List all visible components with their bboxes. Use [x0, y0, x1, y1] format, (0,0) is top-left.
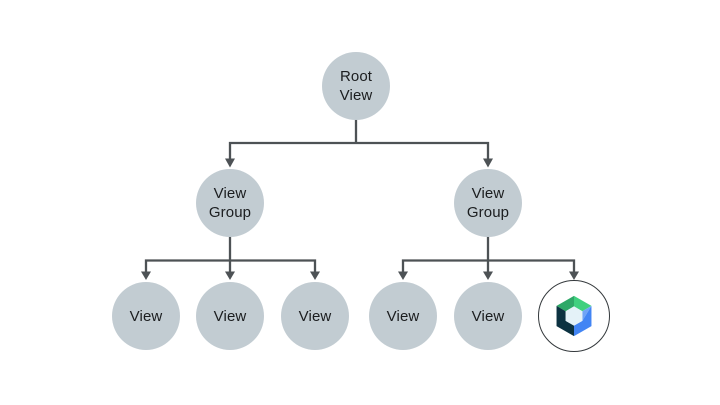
connector-left-children-elbow	[144, 259, 317, 272]
arrowhead-icon	[569, 271, 579, 280]
node-view-group-right: View Group	[454, 169, 522, 237]
jetpack-compose-icon	[556, 295, 592, 337]
node-view-leaf: View	[112, 282, 180, 350]
node-label: View	[129, 307, 163, 325]
node-label: View	[386, 307, 420, 325]
node-root-view: Root View	[322, 52, 390, 120]
node-label: View Group	[208, 185, 252, 221]
node-label: View	[471, 307, 505, 325]
arrowhead-icon	[483, 271, 493, 280]
node-view-leaf: View	[454, 282, 522, 350]
arrowhead-icon	[141, 271, 151, 280]
arrowhead-icon	[225, 158, 235, 168]
arrowhead-icon	[310, 271, 320, 280]
arrowhead-icon	[483, 158, 493, 168]
node-label: View	[213, 307, 247, 325]
arrowhead-icon	[225, 271, 235, 280]
connector-right-children-elbow	[401, 259, 576, 272]
node-view-leaf: View	[281, 282, 349, 350]
node-compose-leaf	[538, 280, 610, 352]
node-label: Root View	[339, 68, 373, 104]
connector-groups-elbow	[228, 141, 490, 159]
node-label: View Group	[466, 185, 510, 221]
node-view-leaf: View	[196, 282, 264, 350]
node-view-leaf: View	[369, 282, 437, 350]
node-label: View	[298, 307, 332, 325]
node-view-group-left: View Group	[196, 169, 264, 237]
arrowhead-icon	[398, 271, 408, 280]
